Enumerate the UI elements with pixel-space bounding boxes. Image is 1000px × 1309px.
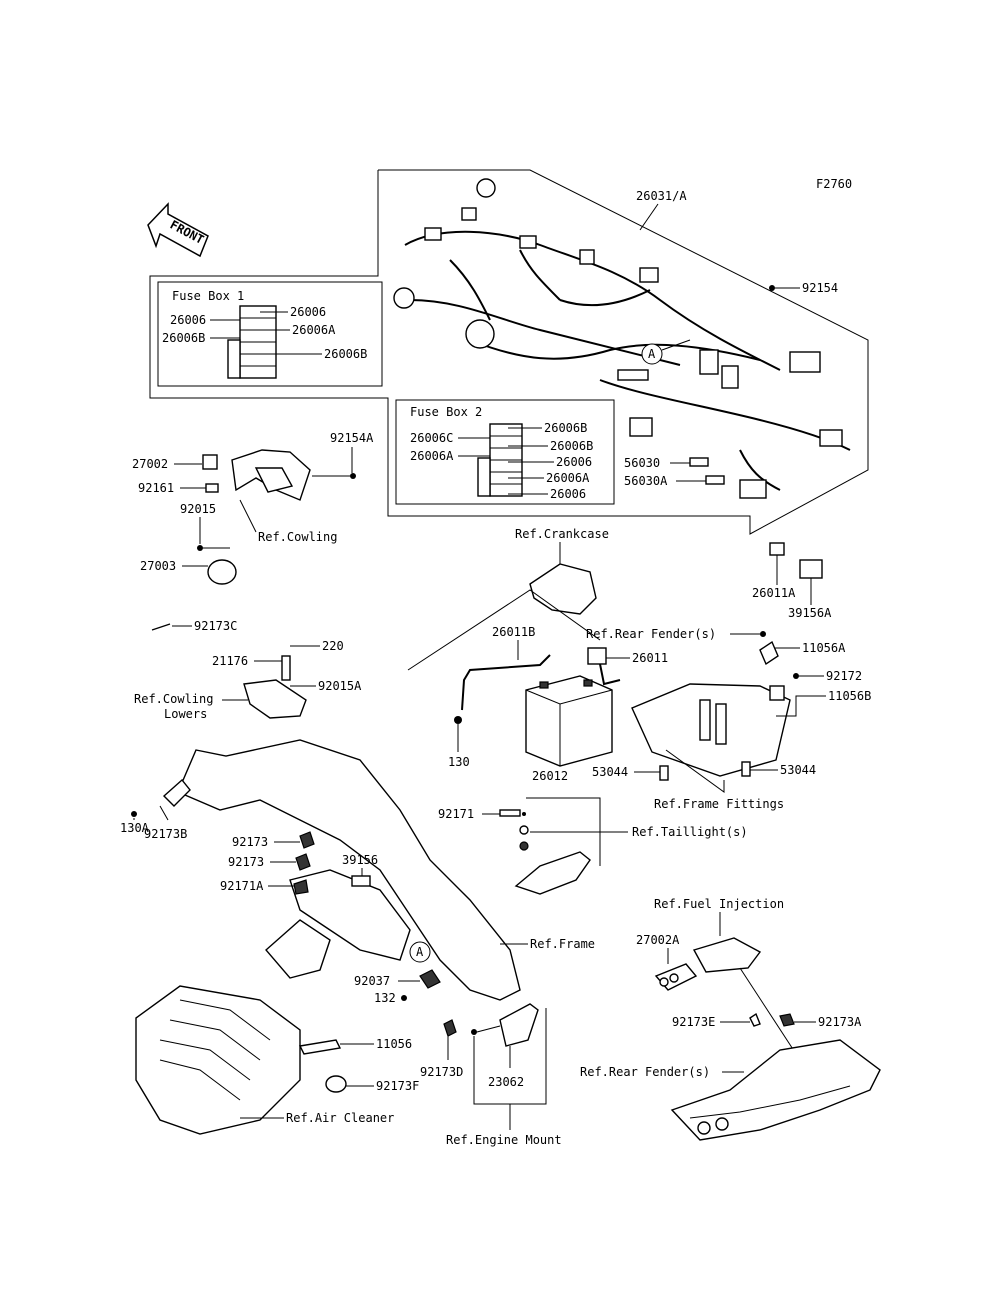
label-92173c: 92173C	[194, 619, 237, 633]
fb2-label-26006-bottom: 26006	[550, 487, 586, 501]
label-11056a: 11056A	[802, 641, 846, 655]
circle-ref-a-lower: A	[409, 941, 431, 963]
svg-text:A: A	[648, 347, 656, 361]
label-26012: 26012	[532, 769, 568, 783]
label-11056: 11056	[376, 1037, 412, 1051]
main-frame	[177, 739, 521, 1001]
ref-rear-fender-2: Ref.Rear Fender(s)	[580, 1065, 710, 1079]
label-92161: 92161	[138, 481, 174, 495]
ref-engine-mount: Ref.Engine Mount	[446, 1133, 562, 1147]
label-92015: 92015	[180, 502, 216, 516]
fb2-label-26006c: 26006C	[410, 431, 453, 445]
ref-frame: Ref.Frame	[530, 937, 595, 951]
front-arrow-icon: FRONT	[147, 202, 209, 258]
fb1-label-26006a: 26006A	[292, 323, 336, 337]
label-92173d: 92173D	[420, 1065, 463, 1079]
label-220: 220	[322, 639, 344, 653]
label-92015a: 92015A	[318, 679, 362, 693]
label-92173f: 92173F	[376, 1079, 419, 1093]
fb2-label-26006b-top: 26006B	[544, 421, 587, 435]
ref-crankcase: Ref.Crankcase	[515, 527, 609, 541]
label-56030: 56030	[624, 456, 660, 470]
fb1-label-26006-right: 26006	[290, 305, 326, 319]
label-92173b: 92173B	[144, 827, 187, 841]
label-26011: 26011	[632, 651, 668, 665]
label-92154a: 92154A	[330, 431, 374, 445]
ref-fuel-injection: Ref.Fuel Injection	[654, 897, 784, 911]
label-23062: 23062	[488, 1075, 524, 1089]
label-92173-lower: 92173	[228, 855, 264, 869]
air-cleaner	[135, 985, 301, 1135]
fb2-label-26006-mid: 26006	[556, 455, 592, 469]
figure-code: F2760	[816, 177, 852, 191]
label-92173a: 92173A	[818, 1015, 862, 1029]
ref-taillight: Ref.Taillight(s)	[632, 825, 748, 839]
label-27002a: 27002A	[636, 933, 680, 947]
ref-frame-fittings: Ref.Frame Fittings	[654, 797, 784, 811]
ref-cowling-lowers-line2: Lowers	[164, 707, 207, 721]
ref-air-cleaner: Ref.Air Cleaner	[286, 1111, 394, 1125]
label-56030a: 56030A	[624, 474, 668, 488]
fuse-box-2-title: Fuse Box 2	[410, 405, 482, 419]
fuse-box-1-title: Fuse Box 1	[172, 289, 244, 303]
relay-bracket	[231, 449, 311, 501]
label-27002: 27002	[132, 457, 168, 471]
ref-cowling: Ref.Cowling	[258, 530, 337, 544]
label-92037: 92037	[354, 974, 390, 988]
battery-tray	[631, 683, 791, 777]
label-53044-left: 53044	[592, 765, 628, 779]
label-26031a: 26031/A	[636, 189, 687, 203]
label-39156: 39156	[342, 853, 378, 867]
label-92173-upper: 92173	[232, 835, 268, 849]
fb1-label-26006-left: 26006	[170, 313, 206, 327]
fuse-box-1: Fuse Box 1 26006 26006 26006A 26006B 260…	[157, 281, 383, 387]
battery	[525, 675, 613, 767]
label-132: 132	[374, 991, 396, 1005]
label-26011b: 26011B	[492, 625, 535, 639]
label-130a: 130A	[120, 821, 150, 835]
fb2-label-26006b: 26006B	[550, 439, 593, 453]
label-21176: 21176	[212, 654, 248, 668]
label-39156a: 39156A	[788, 606, 832, 620]
harness-callout-outline	[149, 169, 869, 535]
label-92172: 92172	[826, 669, 862, 683]
ref-cowling-lowers-line1: Ref.Cowling	[134, 692, 213, 706]
label-11056b: 11056B	[828, 689, 871, 703]
fb2-label-26006a-right: 26006A	[546, 471, 590, 485]
label-53044-right: 53044	[780, 763, 816, 777]
fb1-label-26006b-right: 26006B	[324, 347, 367, 361]
fb1-label-26006b-left: 26006B	[162, 331, 205, 345]
label-27003: 27003	[140, 559, 176, 573]
label-130: 130	[448, 755, 470, 769]
svg-text:A: A	[416, 945, 424, 959]
fb2-label-26006a-left: 26006A	[410, 449, 454, 463]
label-26011a: 26011A	[752, 586, 796, 600]
fuse-box-2: Fuse Box 2 26006B 26006C 26006B 26006A 2…	[395, 399, 615, 505]
label-92154: 92154	[802, 281, 838, 295]
rear-fender	[670, 1039, 881, 1141]
label-92173e: 92173E	[672, 1015, 715, 1029]
circle-ref-a: A	[641, 343, 663, 365]
label-92171: 92171	[438, 807, 474, 821]
ref-rear-fender-1: Ref.Rear Fender(s)	[586, 627, 716, 641]
main-harness	[393, 178, 851, 499]
label-92171a: 92171A	[220, 879, 264, 893]
